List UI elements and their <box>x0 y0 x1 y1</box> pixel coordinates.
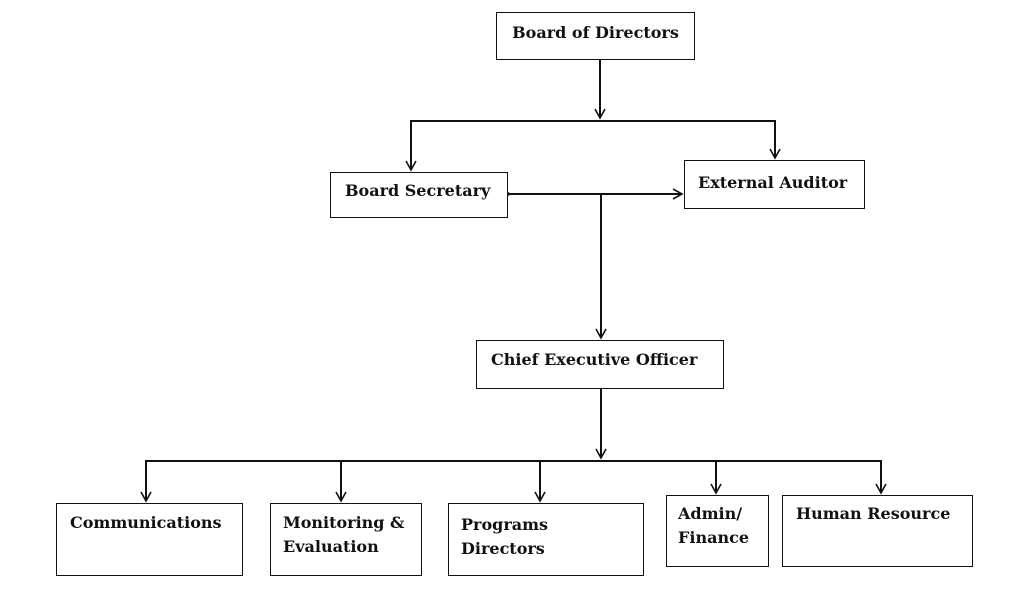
node-monitoring-evaluation: Monitoring & Evaluation <box>270 503 422 576</box>
node-admin-finance-label-line2: Finance <box>678 528 749 547</box>
node-board-secretary: Board Secretary <box>330 172 508 218</box>
node-external-auditor-label: External Auditor <box>698 173 848 192</box>
node-programs-directors: Programs Directors <box>448 503 644 576</box>
node-admin-finance: Admin/ Finance <box>666 495 769 567</box>
node-programs-directors-label-line1: Programs <box>461 515 549 534</box>
node-monitoring-evaluation-label-line2: Evaluation <box>283 537 379 556</box>
node-chief-executive-officer: Chief Executive Officer <box>476 340 724 389</box>
node-programs-directors-label-line2: Directors <box>461 539 545 558</box>
node-admin-finance-label-line1: Admin/ <box>678 504 743 523</box>
node-chief-executive-officer-label: Chief Executive Officer <box>491 350 698 369</box>
node-board-of-directors-label: Board of Directors <box>512 23 679 42</box>
node-communications: Communications <box>56 503 243 576</box>
node-monitoring-evaluation-label-line1: Monitoring & <box>283 513 405 532</box>
node-external-auditor: External Auditor <box>684 160 865 209</box>
node-board-secretary-label: Board Secretary <box>345 181 491 200</box>
node-human-resource-label: Human Resource <box>796 504 951 523</box>
node-human-resource: Human Resource <box>782 495 973 567</box>
node-board-of-directors: Board of Directors <box>496 12 695 60</box>
node-communications-label: Communications <box>70 513 222 532</box>
